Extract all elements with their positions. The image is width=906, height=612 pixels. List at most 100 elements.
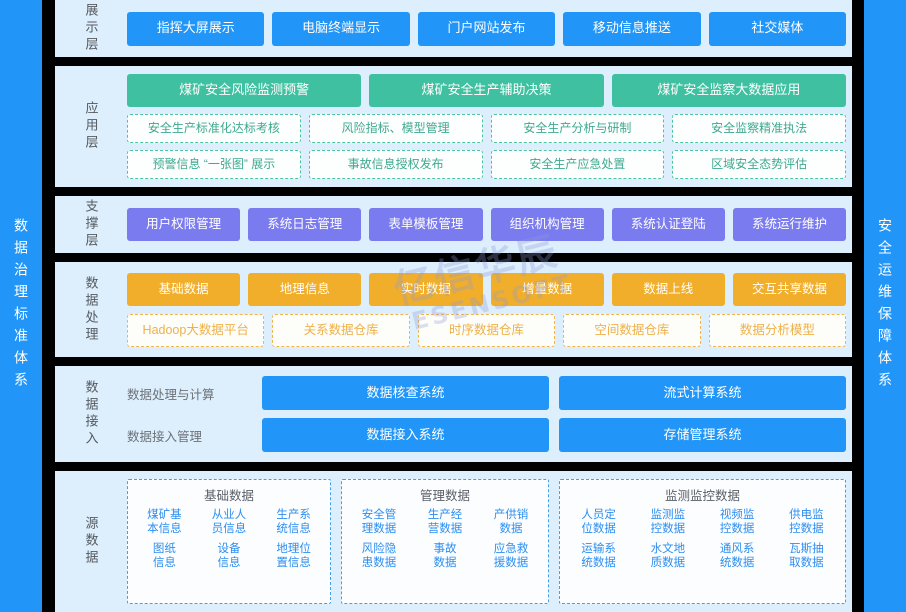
source-basic-cell-1[interactable]: 从业人 员信息 bbox=[211, 509, 247, 536]
source-management-cell-0[interactable]: 安全管 理数据 bbox=[361, 509, 397, 536]
source-monitoring-cell-1[interactable]: 监测监 控数据 bbox=[650, 509, 686, 536]
layer-data-access-label-wrap: 数据接入 bbox=[55, 366, 127, 462]
application-primary-1[interactable]: 煤矿安全生产辅助决策 bbox=[369, 74, 604, 107]
access-r1-item-0[interactable]: 数据核查系统 bbox=[262, 376, 549, 410]
display-item-3[interactable]: 移动信息推送 bbox=[563, 11, 701, 46]
application-sub1-0[interactable]: 安全生产标准化达标考核 bbox=[127, 114, 301, 143]
source-management-cell-3[interactable]: 风险隐 患数据 bbox=[361, 542, 397, 570]
layer-application-body: 煤矿安全风险监测预警 煤矿安全生产辅助决策 煤矿安全监察大数据应用 安全生产标准… bbox=[127, 66, 852, 187]
right-rail-security-ops: 安全运维保障体系 bbox=[864, 0, 906, 612]
layer-display-label: 展示层 bbox=[83, 3, 99, 54]
layer-support-label: 支撑层 bbox=[83, 199, 99, 250]
layer-application-label-wrap: 应用层 bbox=[55, 66, 127, 187]
support-item-2[interactable]: 表单模板管理 bbox=[369, 208, 483, 241]
processing-row-2: Hadoop大数据平台 关系数据仓库 时序数据仓库 空间数据仓库 数据分析模型 bbox=[127, 313, 847, 347]
source-monitoring-cell-6[interactable]: 通风系 统数据 bbox=[719, 542, 755, 570]
source-group-basic-title: 基础数据 bbox=[203, 489, 254, 503]
source-basic-cell-0[interactable]: 煤矿基 本信息 bbox=[147, 509, 182, 536]
layer-source-data: 源数据 基础数据 煤矿基 本信息 从业人 员信息 生产系 统信息 图纸 信息 设… bbox=[55, 471, 852, 612]
application-sub-row-1: 安全生产标准化达标考核 风险指标、模型管理 安全生产分析与研制 安全监察精准执法 bbox=[127, 114, 846, 143]
application-sub1-2[interactable]: 安全生产分析与研制 bbox=[490, 114, 665, 143]
layer-display-body: 指挥大屏展示 电脑终端显示 门户网站发布 移动信息推送 社交媒体 bbox=[127, 0, 852, 57]
processing-r2-0[interactable]: Hadoop大数据平台 bbox=[127, 313, 265, 347]
application-primary-2[interactable]: 煤矿安全监察大数据应用 bbox=[611, 74, 846, 107]
application-sub1-1[interactable]: 风险指标、模型管理 bbox=[308, 114, 483, 143]
source-basic-cell-2[interactable]: 生产系 统信息 bbox=[276, 509, 311, 536]
left-rail-data-governance: 数据治理标准体系 bbox=[0, 0, 42, 612]
layer-source-data-label: 源数据 bbox=[83, 516, 99, 567]
processing-row-1: 基础数据 地理信息 实时数据 增量数据 数据上线 交互共享数据 bbox=[127, 272, 847, 306]
application-sub2-2[interactable]: 安全生产应急处置 bbox=[490, 150, 665, 179]
application-sub2-0[interactable]: 预警信息 “一张图” 展示 bbox=[127, 150, 301, 179]
source-group-management: 管理数据 安全管 理数据 生产经 营数据 产供销 数据 风险隐 患数据 事故 数… bbox=[341, 479, 549, 604]
access-row2-sublabel: 数据接入管理 bbox=[127, 429, 203, 444]
display-item-1[interactable]: 电脑终端显示 bbox=[272, 11, 410, 46]
source-group-management-title: 管理数据 bbox=[419, 489, 470, 503]
source-basic-cell-3[interactable]: 图纸 信息 bbox=[152, 542, 176, 570]
application-sub2-1[interactable]: 事故信息授权发布 bbox=[308, 150, 483, 179]
processing-r1-3[interactable]: 增量数据 bbox=[490, 272, 604, 306]
right-rail-label: 安全运维保障体系 bbox=[877, 218, 893, 394]
access-row-2: 数据接入管理 数据接入系统 存储管理系统 bbox=[127, 418, 846, 452]
layer-display-label-wrap: 展示层 bbox=[55, 0, 127, 57]
access-row1-sublabel: 数据处理与计算 bbox=[127, 387, 215, 402]
layer-support-label-wrap: 支撑层 bbox=[55, 196, 127, 253]
layer-data-processing-body: 基础数据 地理信息 实时数据 增量数据 数据上线 交互共享数据 Hadoop大数… bbox=[127, 262, 852, 357]
source-monitoring-cell-0[interactable]: 人员定 位数据 bbox=[581, 509, 616, 536]
source-group-monitoring: 监测监控数据 人员定 位数据 监测监 控数据 视频监 控数据 供电监 控数据 运… bbox=[559, 479, 846, 604]
left-rail-label: 数据治理标准体系 bbox=[13, 218, 29, 394]
application-primary-row: 煤矿安全风险监测预警 煤矿安全生产辅助决策 煤矿安全监察大数据应用 bbox=[127, 74, 846, 107]
access-r2-item-1[interactable]: 存储管理系统 bbox=[559, 418, 846, 452]
access-r2-item-0[interactable]: 数据接入系统 bbox=[262, 418, 549, 452]
source-monitoring-cell-2[interactable]: 视频监 控数据 bbox=[719, 509, 755, 536]
source-management-cell-2[interactable]: 产供销 数据 bbox=[493, 509, 529, 536]
source-basic-cell-4[interactable]: 设备 信息 bbox=[217, 542, 241, 570]
source-monitoring-cell-4[interactable]: 运输系 统数据 bbox=[581, 542, 616, 570]
display-item-2[interactable]: 门户网站发布 bbox=[417, 11, 556, 46]
processing-r2-4[interactable]: 数据分析模型 bbox=[708, 313, 847, 347]
support-item-1[interactable]: 系统日志管理 bbox=[248, 208, 362, 241]
source-group-monitoring-grid: 人员定 位数据 监测监 控数据 视频监 控数据 供电监 控数据 运输系 统数据 … bbox=[564, 508, 841, 571]
layer-display-row: 指挥大屏展示 电脑终端显示 门户网站发布 移动信息推送 社交媒体 bbox=[127, 11, 847, 46]
support-item-4[interactable]: 系统认证登陆 bbox=[611, 208, 725, 241]
support-item-3[interactable]: 组织机构管理 bbox=[490, 208, 604, 241]
source-management-cell-4[interactable]: 事故 数据 bbox=[433, 542, 457, 570]
layer-application-label: 应用层 bbox=[83, 101, 99, 152]
layer-source-data-label-wrap: 源数据 bbox=[55, 471, 127, 612]
source-management-cell-1[interactable]: 生产经 营数据 bbox=[427, 509, 463, 536]
layer-stack: 展示层 指挥大屏展示 电脑终端显示 门户网站发布 移动信息推送 社交媒体 应用层… bbox=[55, 0, 852, 612]
display-item-0[interactable]: 指挥大屏展示 bbox=[127, 11, 265, 46]
source-monitoring-cell-7[interactable]: 瓦斯抽 取数据 bbox=[789, 542, 824, 570]
processing-r1-5[interactable]: 交互共享数据 bbox=[732, 272, 847, 306]
application-sub2-3[interactable]: 区域安全态势评估 bbox=[672, 150, 846, 179]
application-primary-0[interactable]: 煤矿安全风险监测预警 bbox=[127, 74, 362, 107]
access-r1-item-1[interactable]: 流式计算系统 bbox=[559, 376, 846, 410]
source-monitoring-cell-3[interactable]: 供电监 控数据 bbox=[789, 509, 824, 536]
layer-application: 应用层 煤矿安全风险监测预警 煤矿安全生产辅助决策 煤矿安全监察大数据应用 安全… bbox=[55, 66, 852, 187]
layer-support-row: 用户权限管理 系统日志管理 表单模板管理 组织机构管理 系统认证登陆 系统运行维… bbox=[127, 208, 847, 241]
layer-data-access-label: 数据接入 bbox=[83, 380, 99, 448]
source-groups-row: 基础数据 煤矿基 本信息 从业人 员信息 生产系 统信息 图纸 信息 设备 信息… bbox=[127, 479, 846, 604]
source-management-cell-5[interactable]: 应急救 援数据 bbox=[493, 542, 529, 570]
support-item-5[interactable]: 系统运行维护 bbox=[732, 208, 847, 241]
layer-display: 展示层 指挥大屏展示 电脑终端显示 门户网站发布 移动信息推送 社交媒体 bbox=[55, 0, 852, 57]
processing-r1-2[interactable]: 实时数据 bbox=[369, 272, 483, 306]
support-item-0[interactable]: 用户权限管理 bbox=[127, 208, 241, 241]
source-group-management-grid: 安全管 理数据 生产经 营数据 产供销 数据 风险隐 患数据 事故 数据 应急救… bbox=[346, 508, 544, 571]
application-sub1-3[interactable]: 安全监察精准执法 bbox=[672, 114, 846, 143]
source-monitoring-cell-5[interactable]: 水文地 质数据 bbox=[650, 542, 686, 570]
processing-r2-1[interactable]: 关系数据仓库 bbox=[272, 313, 410, 347]
processing-r1-0[interactable]: 基础数据 bbox=[127, 272, 241, 306]
source-basic-cell-5[interactable]: 地理位 置信息 bbox=[276, 542, 311, 570]
application-sub-row-2: 预警信息 “一张图” 展示 事故信息授权发布 安全生产应急处置 区域安全态势评估 bbox=[127, 150, 846, 179]
display-item-4[interactable]: 社交媒体 bbox=[708, 11, 847, 46]
source-group-monitoring-title: 监测监控数据 bbox=[664, 489, 740, 503]
processing-r2-2[interactable]: 时序数据仓库 bbox=[417, 313, 556, 347]
processing-r1-4[interactable]: 数据上线 bbox=[611, 272, 725, 306]
processing-r1-1[interactable]: 地理信息 bbox=[248, 272, 362, 306]
source-group-basic-grid: 煤矿基 本信息 从业人 员信息 生产系 统信息 图纸 信息 设备 信息 地理位 … bbox=[132, 508, 326, 571]
source-group-basic: 基础数据 煤矿基 本信息 从业人 员信息 生产系 统信息 图纸 信息 设备 信息… bbox=[127, 479, 331, 604]
processing-r2-3[interactable]: 空间数据仓库 bbox=[563, 313, 701, 347]
access-row-1: 数据处理与计算 数据核查系统 流式计算系统 bbox=[127, 376, 846, 410]
